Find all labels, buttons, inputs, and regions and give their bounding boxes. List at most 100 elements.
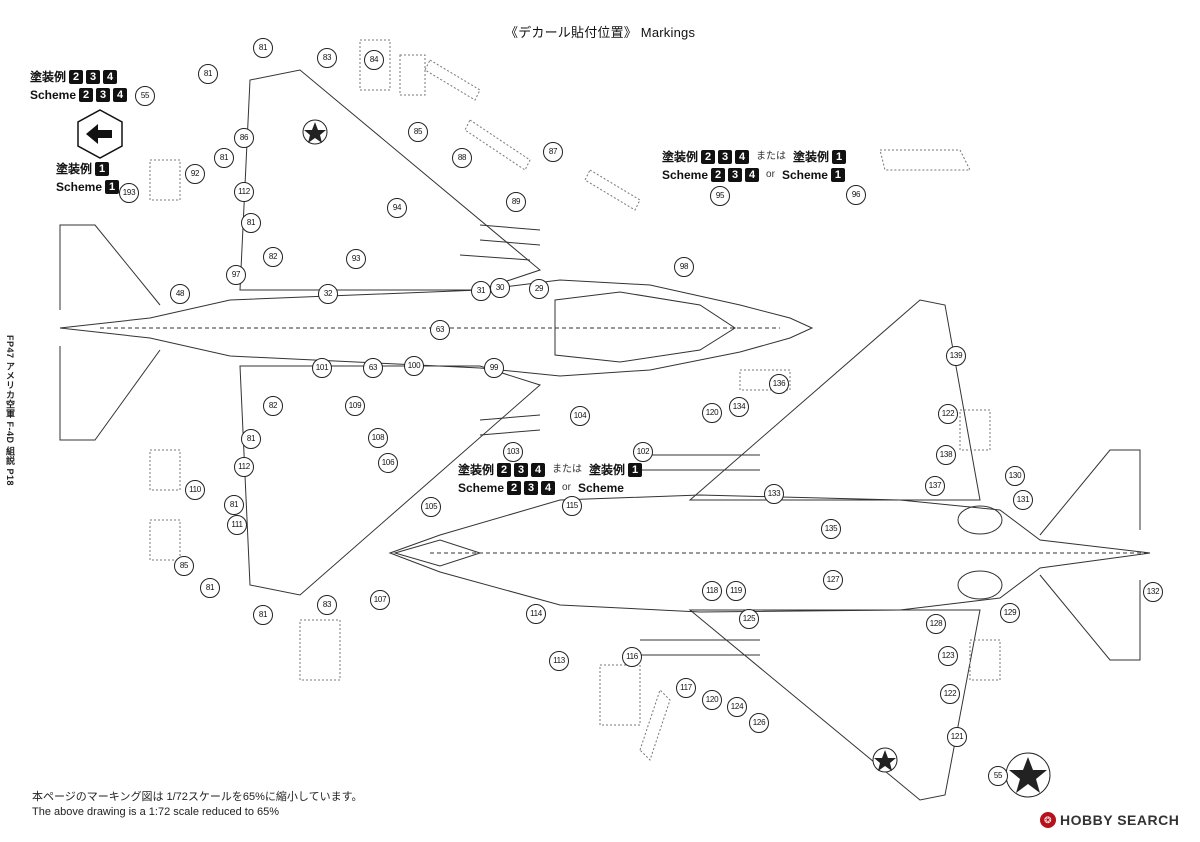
top-view-pylons-upper	[459, 224, 541, 261]
decal-callout: 109	[345, 396, 365, 416]
side-label: FP47 アメリカ空軍 F-4D 組説 P18	[5, 335, 15, 487]
scheme-number-badge: 4	[745, 168, 760, 182]
decal-callout: 94	[387, 198, 407, 218]
decal-callout: 86	[234, 128, 254, 148]
decal-callout: 133	[764, 484, 784, 504]
top-view-lower-wing	[239, 365, 541, 596]
scheme-block-right: 塗装例 2 3 4 または 塗装例 1 Scheme 2 3 4 or Sche…	[662, 148, 847, 184]
scheme-number-badge: 1	[832, 150, 847, 164]
decal-callout: 81	[200, 578, 220, 598]
decal-callout: 87	[543, 142, 563, 162]
scheme-en-label: Scheme	[781, 168, 828, 182]
top-view-upper-wing	[239, 69, 542, 291]
scheme-jp-label: 塗装例	[458, 463, 495, 477]
scheme-en-label: Scheme	[30, 88, 77, 102]
top-view-fuselage	[59, 279, 814, 377]
decal-callout: 138	[936, 445, 956, 465]
decal-callout: 193	[119, 183, 139, 203]
scheme-number-badge: 3	[728, 168, 743, 182]
decal-callout: 98	[674, 257, 694, 277]
decal-callout: 96	[846, 185, 866, 205]
scheme-number-badge: 2	[701, 150, 716, 164]
decal-callout: 29	[529, 279, 549, 299]
decal-callout: 112	[234, 182, 254, 202]
decal-callout: 63	[363, 358, 383, 378]
decal-callout: 118	[702, 581, 722, 601]
bottom-view-tail-upper	[1039, 449, 1141, 536]
scheme-number-badge: 3	[86, 70, 101, 84]
decal-callout: 114	[526, 604, 546, 624]
scheme-en-label: Scheme	[56, 180, 103, 194]
page-title: 《デカール貼付位置》 Markings	[505, 25, 696, 40]
top-view-tail-upper	[59, 224, 161, 310]
decal-callout: 81	[253, 605, 273, 625]
decal-callout: 101	[312, 358, 332, 378]
decal-callout: 132	[1143, 582, 1163, 602]
scheme-block-top-left: 塗装例 2 3 4 Scheme 2 3 4	[30, 68, 128, 104]
bottom-view-lower-wing	[688, 609, 981, 801]
scheme-number-badge: 4	[541, 481, 556, 495]
decal-callout: 95	[710, 186, 730, 206]
decal-callout: 81	[198, 64, 218, 84]
decal-callout: 105	[421, 497, 441, 517]
scheme-block-left-mid: 塗装例 1 Scheme 1	[56, 160, 120, 196]
decal-callout: 93	[346, 249, 366, 269]
decal-callout: 130	[1005, 466, 1025, 486]
or-en-label: or	[562, 482, 571, 493]
decal-callout: 81	[241, 213, 261, 233]
decal-callout: 120	[702, 690, 722, 710]
decal-callout: 32	[318, 284, 338, 304]
scheme-jp-label: 塗装例	[793, 150, 830, 164]
decal-callout: 126	[749, 713, 769, 733]
scheme-jp-label: 塗装例	[589, 463, 626, 477]
scheme-en-label: Scheme	[458, 481, 505, 495]
scheme-number-badge: 4	[113, 88, 128, 102]
hobby-search-logo-text: HOBBY SEARCH	[1060, 812, 1180, 828]
decal-callout: 85	[174, 556, 194, 576]
decal-callout: 104	[570, 406, 590, 426]
decal-callout: 122	[938, 404, 958, 424]
decal-callout: 127	[823, 570, 843, 590]
decal-callout: 110	[185, 480, 205, 500]
decal-callout: 135	[821, 519, 841, 539]
decal-callout: 124	[727, 697, 747, 717]
decal-callout: 112	[234, 457, 254, 477]
scheme-number-badge: 3	[718, 150, 733, 164]
decal-callout: 119	[726, 581, 746, 601]
or-en-label: or	[766, 169, 775, 180]
decal-callout: 100	[404, 356, 424, 376]
decal-callout: 122	[940, 684, 960, 704]
decal-callout: 84	[364, 50, 384, 70]
scheme-block-bottom: 塗装例 2 3 4 または 塗装例 1 Scheme 2 3 4 or Sche…	[458, 461, 643, 497]
decal-callout: 123	[938, 646, 958, 666]
decal-callout: 134	[729, 397, 749, 417]
bottom-view-upper-wing	[688, 299, 981, 501]
decal-callout: 117	[676, 678, 696, 698]
scale-note-jp: 本ページのマーキング図は 1/72スケールを65%に縮小しています。	[32, 791, 363, 803]
decal-callout: 116	[622, 647, 642, 667]
bottom-view-tail-lower	[1039, 574, 1141, 661]
scheme-number-badge: 1	[628, 463, 643, 477]
decal-callout: 106	[378, 453, 398, 473]
scheme-number-badge: 2	[711, 168, 726, 182]
scheme-number-badge: 4	[735, 150, 750, 164]
decal-callout: 115	[562, 496, 582, 516]
decal-callout: 108	[368, 428, 388, 448]
decal-callout: 30	[490, 278, 510, 298]
scheme-jp-label: 塗装例	[56, 162, 93, 176]
scheme-number-badge: 4	[103, 70, 118, 84]
scheme-number-badge: 2	[69, 70, 84, 84]
decal-callout: 81	[224, 495, 244, 515]
scheme-en-label: Scheme	[577, 481, 624, 495]
decal-callout: 55	[135, 86, 155, 106]
decal-callout: 139	[946, 346, 966, 366]
decal-callout: 111	[227, 515, 247, 535]
top-view-tail-lower	[59, 346, 161, 441]
or-jp-label: または	[756, 151, 787, 162]
scheme-jp-label: 塗装例	[662, 150, 699, 164]
decal-callout: 120	[702, 403, 722, 423]
decal-callout: 125	[739, 609, 759, 629]
scheme-number-badge: 2	[79, 88, 94, 102]
